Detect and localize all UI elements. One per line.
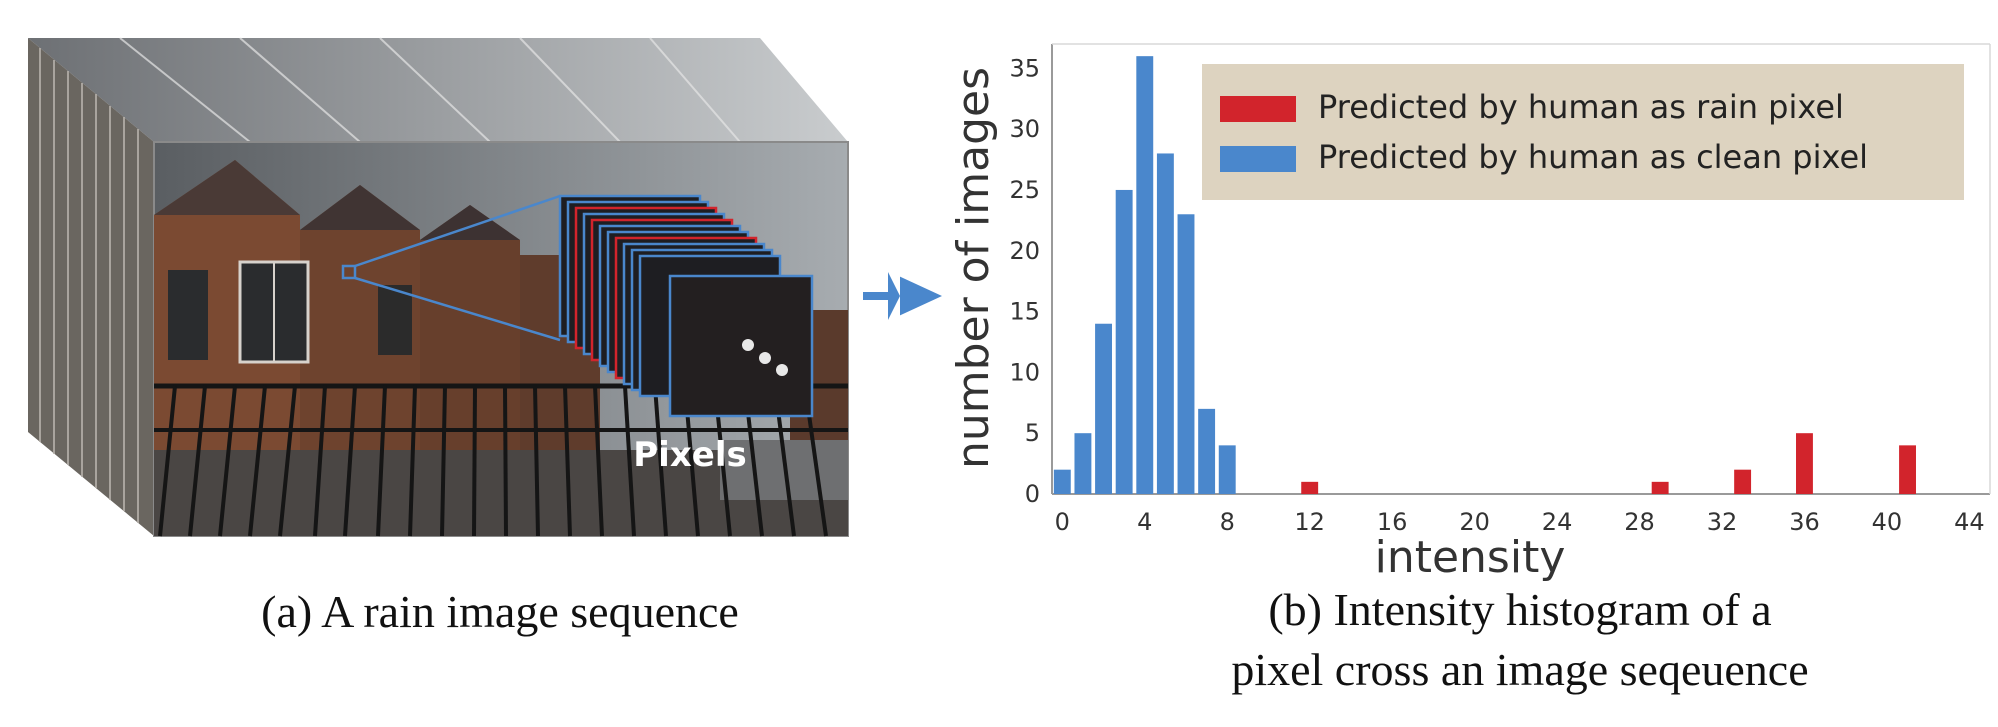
clean-pixel-bar bbox=[1095, 323, 1112, 494]
histogram-bars bbox=[1053, 56, 1916, 494]
rain-image-sequence-panel: Pixels bbox=[0, 0, 900, 722]
arrow-head-icon bbox=[890, 272, 942, 320]
clean-pixel-bar bbox=[1136, 56, 1154, 494]
clean-pixel-bar bbox=[1156, 153, 1174, 494]
intensity-histogram: 0 4 8 12 16 20 24 28 32 36 40 44 0 5 10 15 20 25 30 35 int… bbox=[890, 43, 1991, 583]
ellipsis-dots-icon bbox=[742, 339, 788, 376]
x-tick-label: 40 bbox=[1872, 508, 1903, 536]
clean-pixel-bar bbox=[1115, 189, 1133, 494]
arrow-icon bbox=[863, 272, 900, 320]
legend-background bbox=[1202, 64, 1964, 200]
pixels-label: Pixels bbox=[633, 435, 746, 475]
rain-pixel-bar bbox=[1899, 445, 1916, 494]
rain-pixel-bar bbox=[1651, 481, 1669, 494]
y-tick-label: 10 bbox=[1009, 358, 1040, 386]
pixel-patch-stack bbox=[558, 194, 814, 418]
caption-b-line1: (b) Intensity histogram of a bbox=[1268, 584, 1772, 635]
x-tick-label: 32 bbox=[1707, 508, 1738, 536]
legend-label-rain: Predicted by human as rain pixel bbox=[1318, 88, 1844, 126]
clean-pixel-bar bbox=[1053, 469, 1071, 494]
legend-swatch-clean bbox=[1220, 146, 1296, 172]
y-axis-label: number of images bbox=[948, 67, 999, 469]
caption-b-line2: pixel cross an image seqeuence bbox=[1231, 644, 1809, 695]
rain-pixel-bar bbox=[1796, 433, 1813, 494]
legend-label-clean: Predicted by human as clean pixel bbox=[1318, 138, 1868, 176]
clean-pixel-bar bbox=[1177, 214, 1195, 494]
y-tick-label: 15 bbox=[1009, 298, 1040, 326]
legend-swatch-rain bbox=[1220, 96, 1296, 122]
x-tick-label: 36 bbox=[1789, 508, 1820, 536]
chart-legend: Predicted by human as rain pixel Predict… bbox=[1202, 64, 1964, 200]
pixel-zoom-callout: Pixels bbox=[341, 194, 814, 475]
caption-b: (b) Intensity histogram of a pixel cross… bbox=[1070, 580, 1970, 700]
x-tick-label: 4 bbox=[1137, 508, 1152, 536]
clean-pixel-bar bbox=[1198, 408, 1216, 494]
x-tick-label: 44 bbox=[1954, 508, 1985, 536]
rain-pixel-bar bbox=[1734, 469, 1752, 494]
x-tick-label: 20 bbox=[1459, 508, 1490, 536]
x-tick-label: 28 bbox=[1624, 508, 1655, 536]
y-tick-label: 5 bbox=[1025, 419, 1040, 447]
x-tick-label: 16 bbox=[1377, 508, 1408, 536]
histogram-panel: 0 4 8 12 16 20 24 28 32 36 40 44 0 5 10 15 20 25 30 35 int… bbox=[890, 0, 1998, 722]
clean-pixel-bar bbox=[1218, 445, 1236, 494]
rain-image-sequence-illustration: Pixels bbox=[28, 37, 900, 537]
clean-pixel-bar bbox=[1074, 433, 1092, 494]
y-tick-label: 20 bbox=[1009, 237, 1040, 265]
caption-a: (a) A rain image sequence bbox=[261, 586, 739, 637]
x-tick-label: 24 bbox=[1542, 508, 1573, 536]
rain-pixel-bar bbox=[1301, 481, 1319, 494]
front-frame bbox=[153, 141, 849, 537]
x-tick-label: 8 bbox=[1220, 508, 1235, 536]
x-tick-label: 0 bbox=[1055, 508, 1070, 536]
x-tick-labels: 0 4 8 12 16 20 24 28 32 36 40 44 bbox=[1055, 508, 1985, 536]
x-axis-label: intensity bbox=[1375, 532, 1566, 583]
y-tick-label: 30 bbox=[1009, 115, 1040, 143]
y-tick-label: 0 bbox=[1025, 480, 1040, 508]
frame-stack bbox=[28, 37, 848, 536]
y-tick-label: 25 bbox=[1009, 176, 1040, 204]
x-tick-label: 12 bbox=[1294, 508, 1325, 536]
y-tick-labels: 0 5 10 15 20 25 30 35 bbox=[1009, 54, 1040, 508]
y-tick-label: 35 bbox=[1009, 54, 1040, 82]
selected-pixel-marker bbox=[341, 264, 357, 280]
